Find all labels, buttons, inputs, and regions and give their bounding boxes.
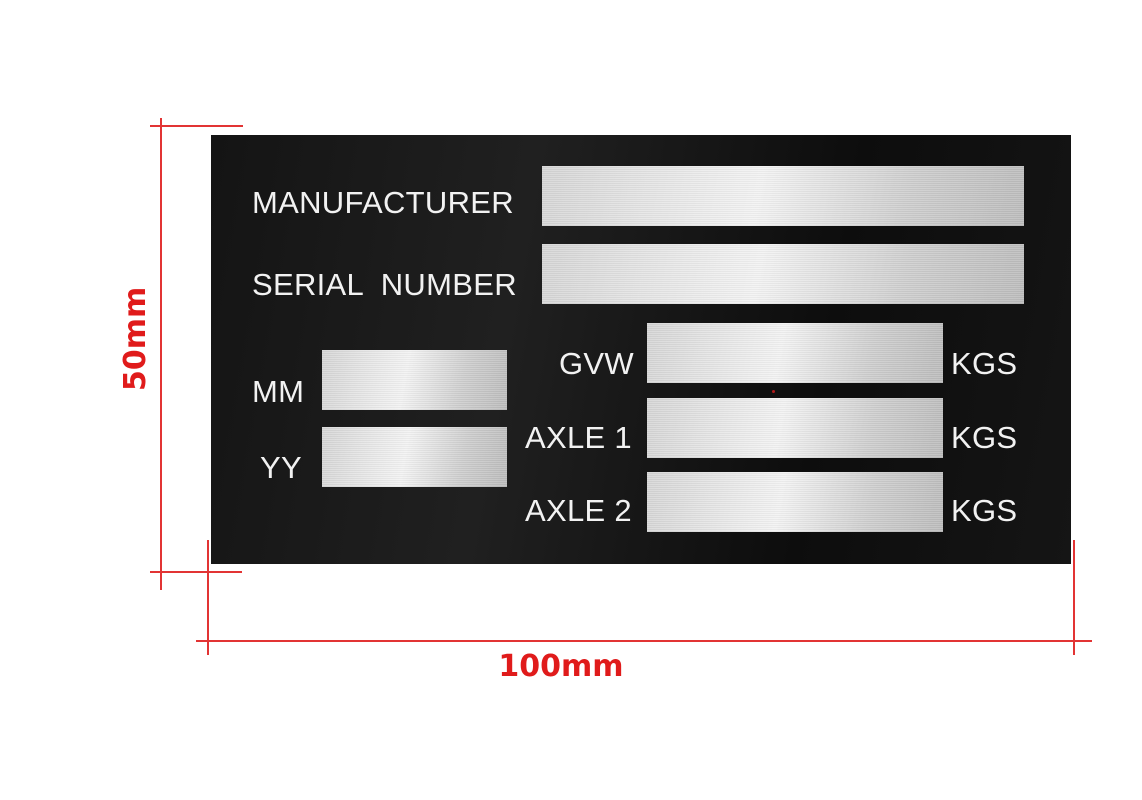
serial-number-field[interactable]	[542, 244, 1024, 304]
axle1-kgs-label: KGS	[951, 420, 1018, 455]
yy-field[interactable]	[322, 427, 507, 487]
width-dimension-line	[196, 640, 1092, 642]
yy-label: YY	[260, 450, 302, 485]
axle2-label: AXLE 2	[525, 493, 632, 528]
mm-field[interactable]	[322, 350, 507, 410]
height-top-tick	[150, 125, 243, 127]
axle2-field[interactable]	[647, 472, 943, 532]
manufacturer-field[interactable]	[542, 166, 1024, 226]
nameplate: MANUFACTURER SERIAL NUMBER MM YY GVW KGS…	[211, 135, 1071, 564]
height-dimension-line	[160, 118, 162, 590]
axle1-label: AXLE 1	[525, 420, 632, 455]
axle1-field[interactable]	[647, 398, 943, 458]
red-dot-mark	[772, 390, 775, 393]
gvw-kgs-label: KGS	[951, 346, 1018, 381]
height-dimension-label: 50mm	[118, 286, 153, 391]
width-right-tick	[1073, 540, 1075, 655]
width-left-tick	[207, 540, 209, 655]
serial-number-label: SERIAL NUMBER	[252, 267, 517, 302]
mm-label: MM	[252, 374, 305, 409]
axle2-kgs-label: KGS	[951, 493, 1018, 528]
height-bottom-tick	[150, 571, 242, 573]
manufacturer-label: MANUFACTURER	[252, 185, 514, 220]
gvw-label: GVW	[559, 346, 634, 381]
gvw-field[interactable]	[647, 323, 943, 383]
width-dimension-label: 100mm	[498, 649, 624, 684]
